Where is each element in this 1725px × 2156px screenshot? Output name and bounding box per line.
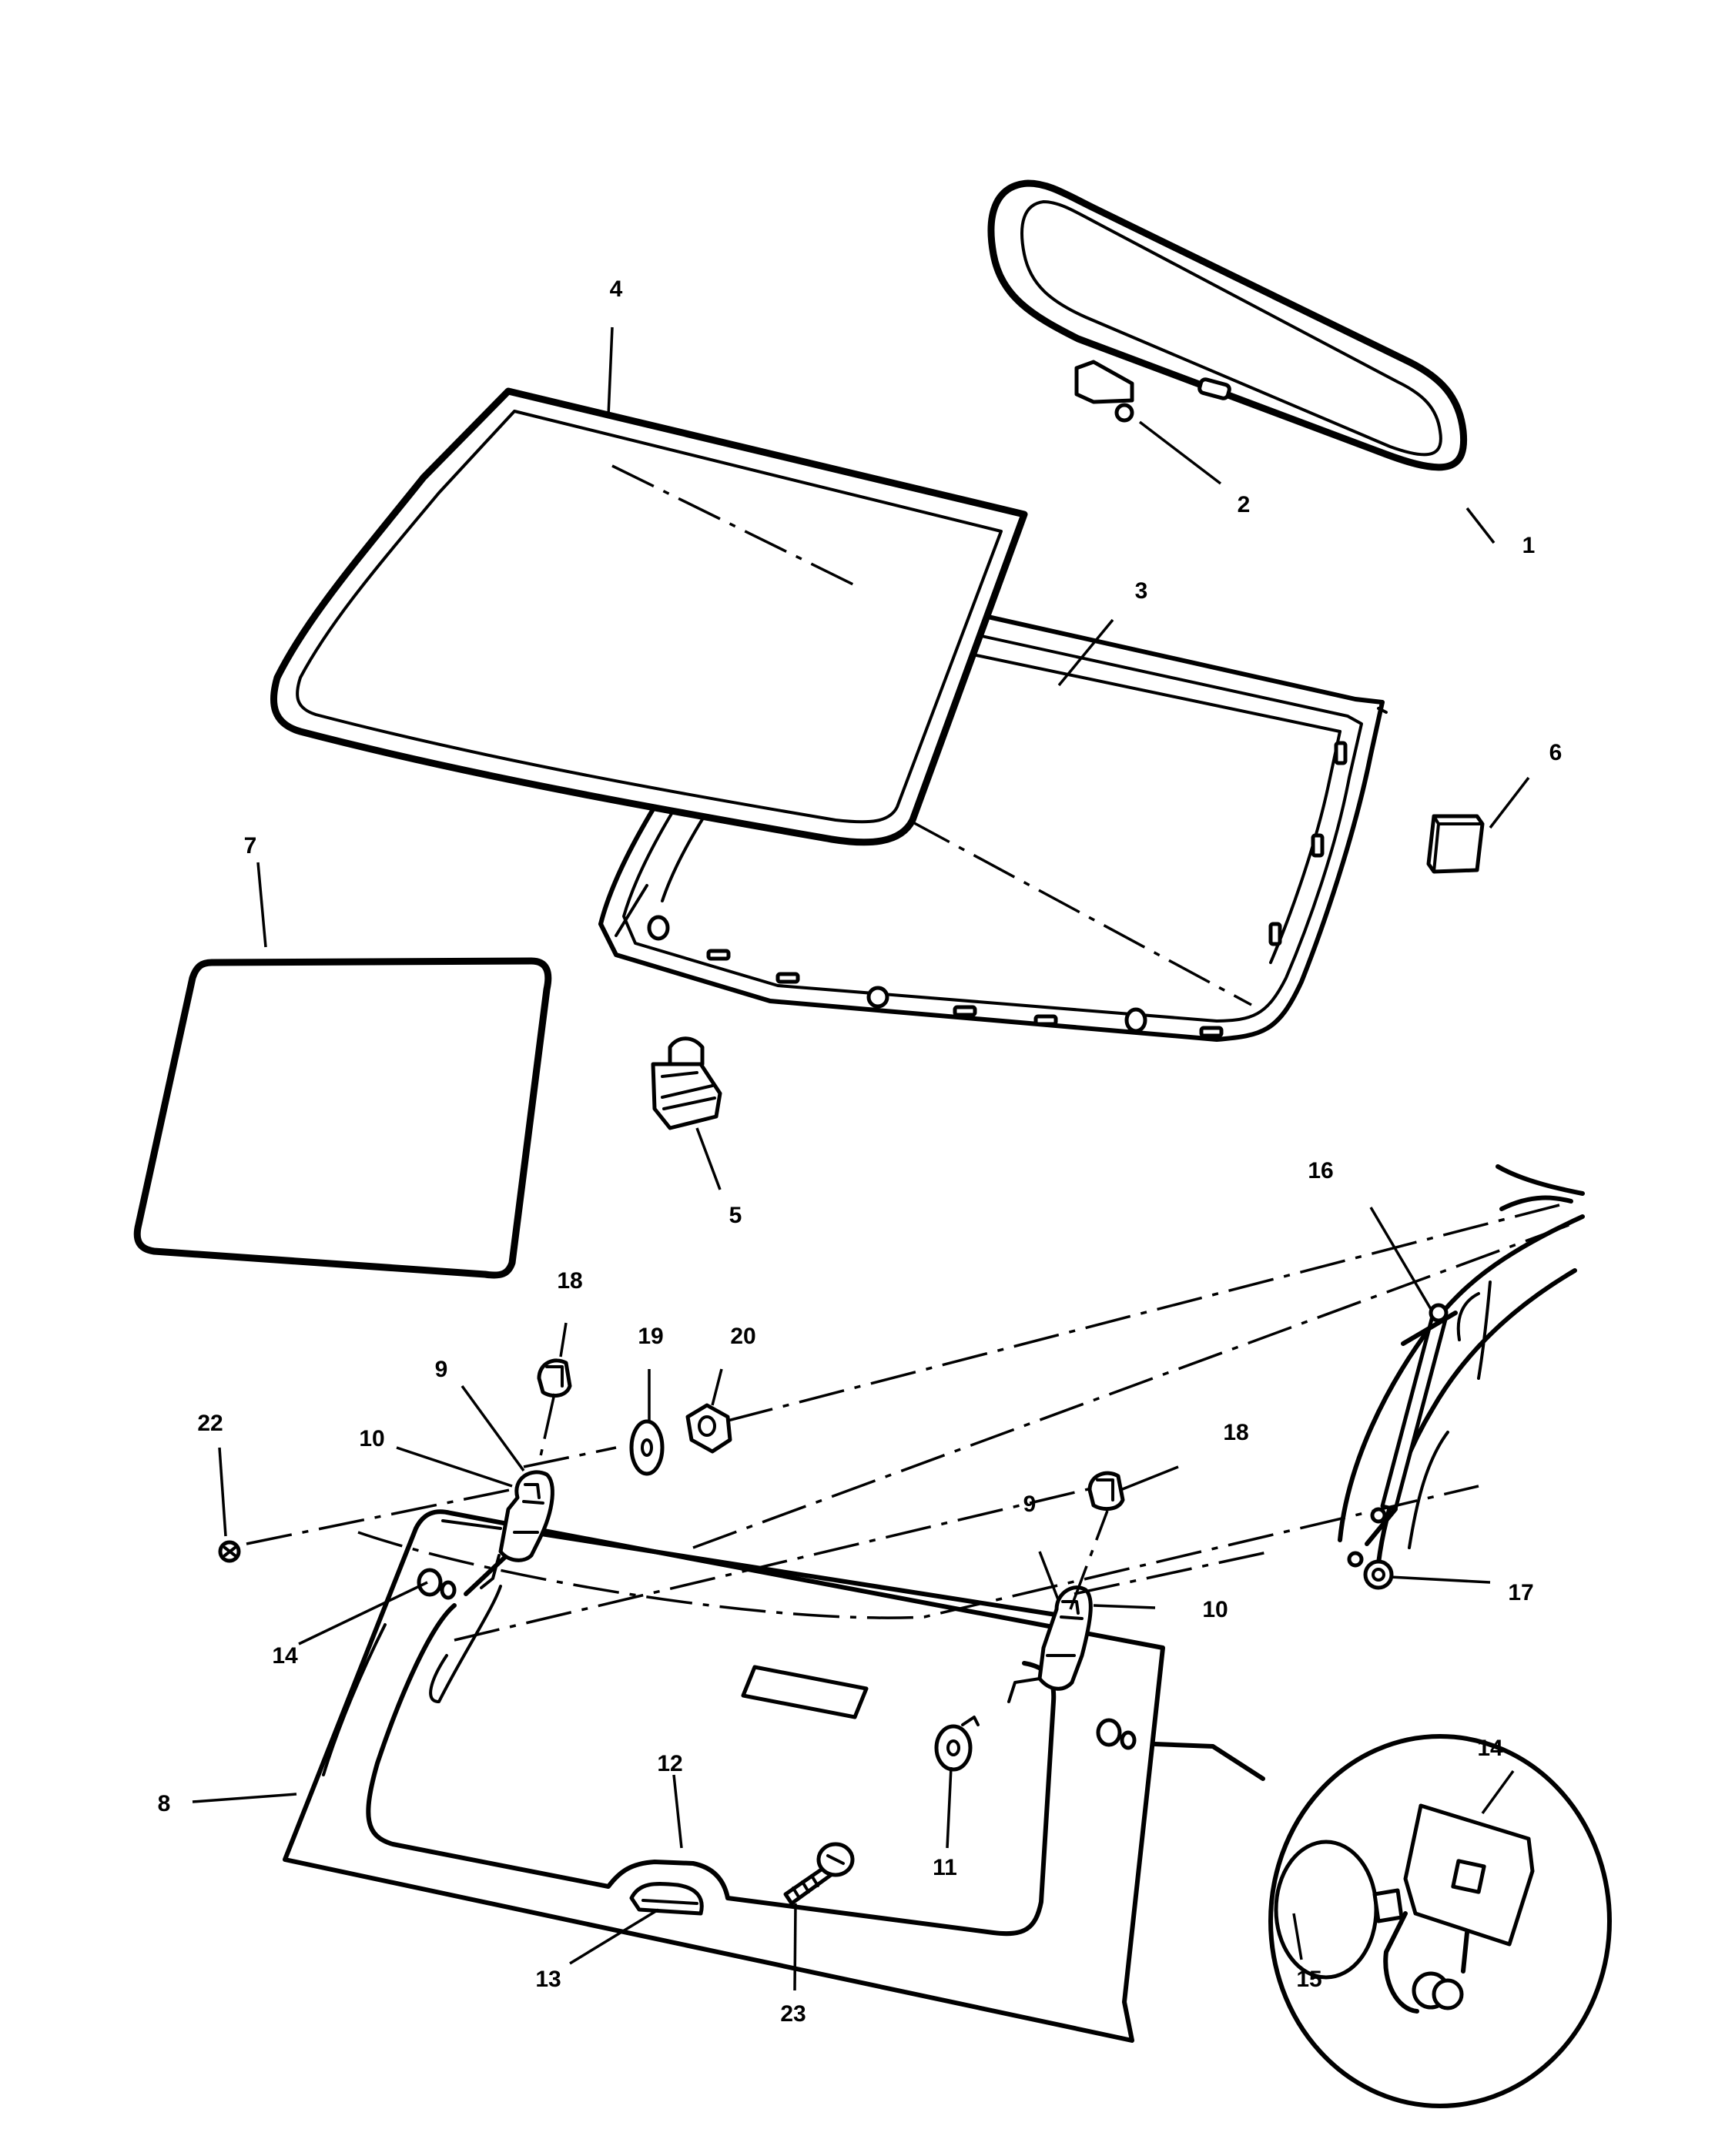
callout-17: 17 xyxy=(1508,1580,1533,1605)
callout-18-right: 18 xyxy=(1223,1420,1248,1445)
part-bumper-stop xyxy=(934,1716,980,1772)
part-quarter-glass xyxy=(133,957,552,1279)
callout-15: 15 xyxy=(1296,1967,1321,1992)
callout-13: 13 xyxy=(535,1967,561,1992)
callout-labels: 1 2 3 4 5 6 7 8 9 9 10 10 11 12 13 14 14… xyxy=(158,276,1563,2027)
part-clip-18-right xyxy=(1087,1471,1125,1512)
part-screw-23 xyxy=(783,1842,855,1906)
callout-10-left: 10 xyxy=(359,1426,384,1451)
callout-1: 1 xyxy=(1522,533,1536,558)
part-clip xyxy=(651,1036,722,1130)
callout-9-left: 9 xyxy=(435,1357,448,1382)
part-fastener-small-right xyxy=(1096,1718,1137,1750)
callout-9-right: 9 xyxy=(1023,1491,1037,1517)
callout-12: 12 xyxy=(657,1751,682,1776)
part-rear-view-mirror xyxy=(987,179,1468,471)
part-washer xyxy=(629,1419,665,1476)
callout-19: 19 xyxy=(638,1324,663,1349)
callout-20: 20 xyxy=(730,1324,755,1349)
callout-leader-lines xyxy=(192,326,1530,1991)
part-spacer-block xyxy=(1426,814,1485,874)
callout-6: 6 xyxy=(1549,740,1563,765)
part-windshield-glass xyxy=(270,387,1028,846)
part-hex-nut xyxy=(685,1403,732,1454)
detail-inset xyxy=(1153,1734,1612,2108)
callout-2: 2 xyxy=(1238,492,1251,517)
callout-23: 23 xyxy=(780,2001,806,2027)
callout-11: 11 xyxy=(933,1855,957,1880)
part-hinge-left xyxy=(480,1470,554,1589)
callout-10-right: 10 xyxy=(1202,1597,1228,1622)
callout-16: 16 xyxy=(1308,1158,1333,1183)
callout-5: 5 xyxy=(729,1203,742,1228)
part-strut-nut xyxy=(1363,1559,1394,1590)
assembly-guide-lines xyxy=(246,464,1572,1642)
part-fastener-small-left xyxy=(417,1568,457,1600)
callout-22: 22 xyxy=(197,1411,223,1436)
callout-14-left: 14 xyxy=(272,1643,298,1669)
part-clip-18-left xyxy=(537,1358,572,1398)
callout-7: 7 xyxy=(244,833,257,859)
callout-3: 3 xyxy=(1135,578,1148,604)
part-liftgate-strut xyxy=(1338,1164,1585,1568)
callout-18-left: 18 xyxy=(557,1268,582,1294)
part-hinge-right xyxy=(1007,1585,1093,1703)
callout-14-right: 14 xyxy=(1477,1736,1503,1761)
part-screw-22 xyxy=(218,1540,241,1563)
callout-4: 4 xyxy=(610,276,623,302)
callout-8: 8 xyxy=(158,1791,171,1816)
